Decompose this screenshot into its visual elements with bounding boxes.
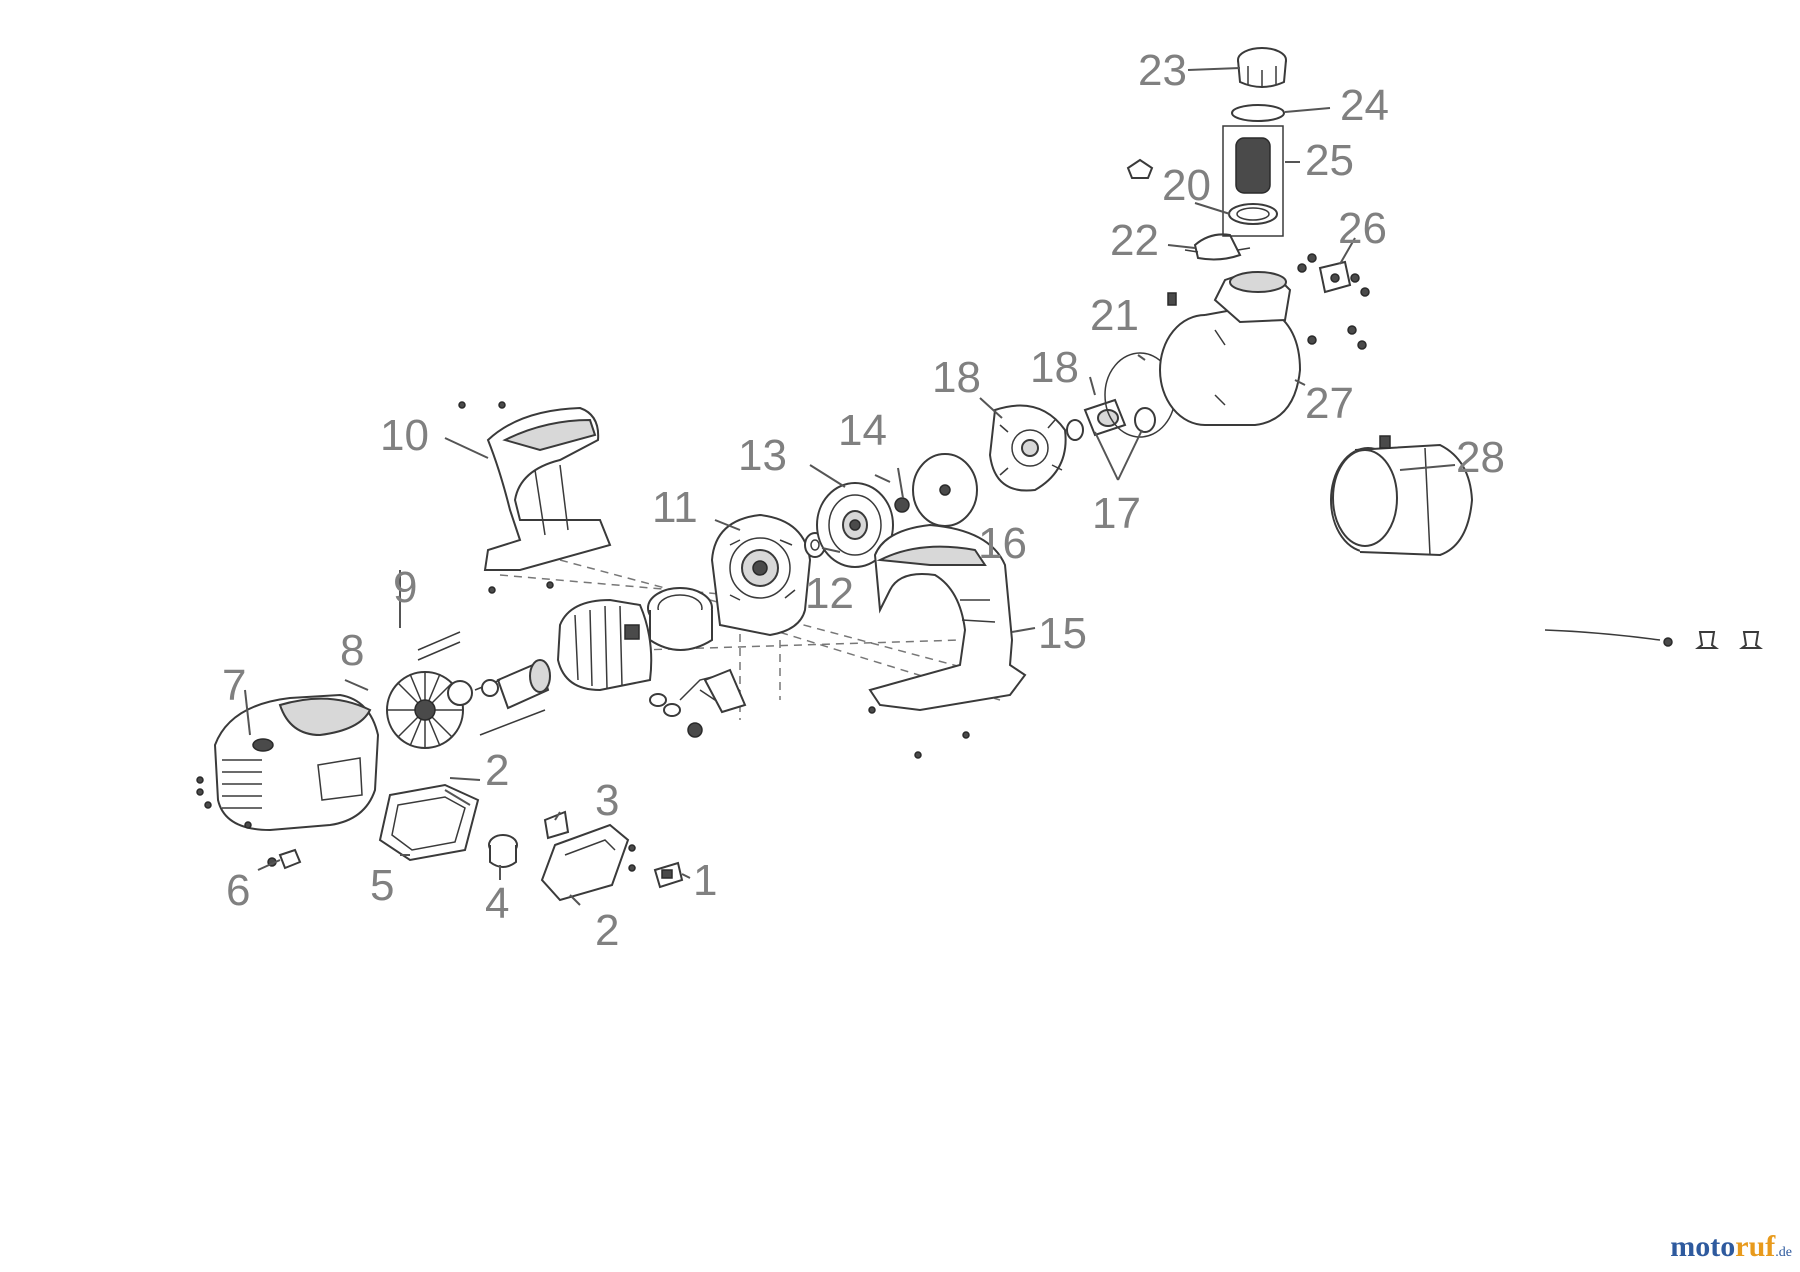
cover-plug-part — [267, 848, 302, 870]
switch-part — [653, 861, 684, 889]
leader-lines — [244, 67, 1456, 906]
lid-ring-part — [1231, 104, 1285, 122]
callout-17: 17 — [1092, 489, 1141, 538]
callout-10: 10 — [380, 411, 429, 460]
vent-knob-part — [1126, 158, 1154, 179]
bearing-ring-part — [647, 587, 713, 651]
misc-screws-part — [196, 401, 970, 872]
callout-1: 1 — [693, 856, 717, 905]
callout-labels: 23 24 25 20 22 26 21 27 28 18 18 17 14 1… — [222, 46, 1505, 955]
callout-11: 11 — [652, 483, 698, 532]
watermark-ruf: ruf — [1735, 1230, 1776, 1263]
capacitor-part — [488, 834, 518, 868]
pump-housing-part — [1159, 271, 1302, 426]
lid-clamp-part — [1184, 233, 1251, 261]
fan-part — [386, 671, 473, 749]
strainer-basket-part — [1222, 125, 1284, 237]
diffuser-disk-part — [912, 453, 978, 527]
callout-6: 6 — [226, 866, 250, 915]
impeller-part — [816, 482, 894, 568]
callout-23: 23 — [1138, 46, 1187, 95]
callout-20: 20 — [1162, 161, 1211, 210]
callout-12: 12 — [805, 569, 854, 618]
terminal-box-part — [540, 823, 630, 902]
callout-8: 8 — [340, 626, 364, 675]
callout-4: 4 — [485, 879, 509, 928]
watermark-de: .de — [1775, 1245, 1792, 1260]
callout-18-seal: 18 — [1030, 343, 1079, 392]
housing-screws-part — [1167, 253, 1370, 350]
motoruf-watermark: motoruf.de — [1670, 1230, 1792, 1264]
pump-stand-part — [483, 406, 612, 571]
gasket-part — [378, 783, 480, 862]
callout-2-upper: 2 — [485, 746, 509, 795]
callout-18-plate: 18 — [932, 353, 981, 402]
power-cable-part — [1544, 629, 1763, 649]
callout-21: 21 — [1090, 291, 1139, 340]
rotor-part — [474, 659, 551, 710]
strainer-lid-part — [1237, 47, 1287, 88]
callout-2-lower: 2 — [595, 906, 619, 955]
volute-plate-part — [988, 404, 1067, 492]
callout-9: 9 — [393, 563, 417, 612]
motor-flange-part — [710, 513, 812, 637]
clamp-band-part — [1330, 435, 1474, 557]
callout-14: 14 — [838, 406, 887, 455]
callout-16: 16 — [978, 519, 1027, 568]
impeller-nut-part — [894, 497, 910, 513]
callout-13: 13 — [738, 431, 787, 480]
mechanical-seal-part — [1066, 398, 1156, 441]
callout-15: 15 — [1038, 609, 1087, 658]
callout-22: 22 — [1110, 216, 1159, 265]
callout-27: 27 — [1305, 379, 1354, 428]
callout-3: 3 — [595, 776, 619, 825]
callout-25: 25 — [1305, 136, 1354, 185]
callout-24: 24 — [1340, 81, 1389, 130]
callout-26: 26 — [1338, 204, 1387, 253]
small-hardware-part — [649, 668, 747, 738]
callout-28: 28 — [1456, 433, 1505, 482]
tie-rods-part — [417, 631, 546, 736]
pump-base-part — [868, 523, 1027, 712]
motor-cover-part — [213, 693, 380, 832]
watermark-moto: moto — [1670, 1230, 1736, 1263]
callout-5: 5 — [370, 861, 394, 910]
drain-plug-part — [1318, 260, 1352, 294]
motor-stator-part — [556, 598, 653, 692]
callout-7: 7 — [222, 661, 246, 710]
